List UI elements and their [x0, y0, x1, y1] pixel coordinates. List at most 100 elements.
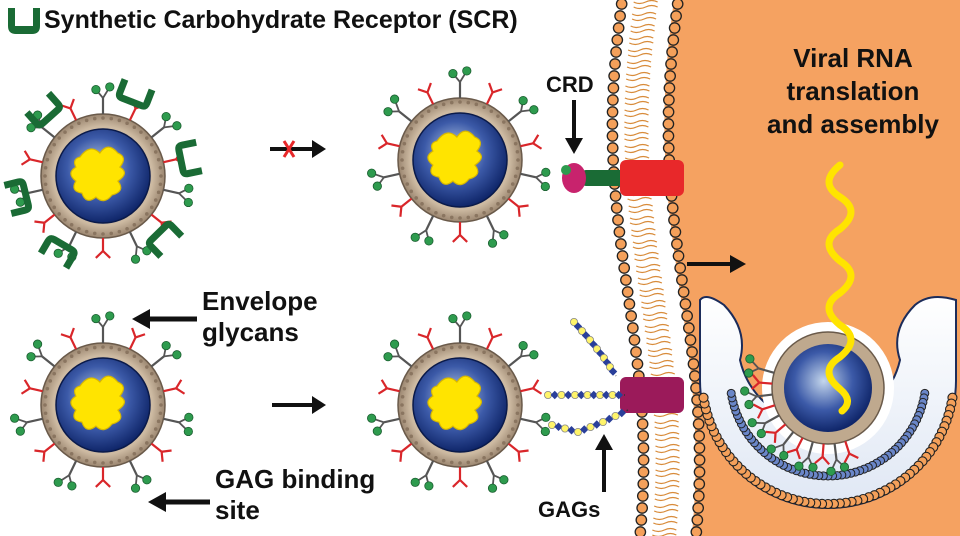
envelope-glycan — [448, 66, 472, 98]
gag-binding-site — [95, 238, 111, 259]
gags-label: GAGs — [538, 497, 601, 522]
envelope-glycan — [383, 94, 413, 123]
gag-bead-blue — [608, 367, 618, 376]
gag-binding-site — [417, 327, 435, 350]
gag-binding-site — [452, 222, 468, 243]
gag-binding-site — [814, 443, 831, 466]
viral-rna — [70, 146, 125, 202]
gag-binding-site — [34, 213, 56, 233]
gag-bead-blue — [617, 408, 626, 418]
gag-bead-yellow — [611, 411, 620, 420]
envelope-glycan — [150, 111, 182, 139]
gag-bead-blue — [602, 390, 611, 400]
gag-binding-site — [391, 197, 413, 217]
virion-blocked-by-scr — [3, 78, 203, 270]
gag-binding-site — [163, 379, 186, 395]
gag-binding-site — [417, 82, 435, 105]
gag-binding-site — [95, 467, 111, 488]
gag-bead-yellow — [586, 422, 595, 431]
envelope-glycan — [520, 412, 551, 437]
gag-binding-site — [753, 403, 776, 419]
gag-label-line1: GAG binding — [215, 464, 376, 494]
envelope-glycan — [507, 95, 539, 123]
gag-binding-site — [20, 379, 43, 395]
scr-receptor-bound — [3, 178, 32, 217]
scr-receptor-bound — [24, 90, 63, 129]
gag-bead-yellow — [574, 427, 583, 436]
envelope-glycan — [91, 82, 115, 114]
membrane-receptor-purple — [620, 377, 684, 413]
gag-bead-blue — [567, 426, 576, 435]
envelope-glycan — [128, 231, 152, 264]
envelope-glycan — [747, 414, 780, 439]
gag-site-pointer-arrow — [148, 492, 210, 512]
scr-legend-icon — [8, 8, 40, 34]
envelope-glycan — [766, 431, 795, 461]
gag-bead-blue — [577, 390, 586, 400]
gag-binding-site — [150, 442, 172, 462]
gag-label-line2: site — [215, 495, 260, 525]
envelope-glycan — [163, 183, 194, 208]
envelope-glycan — [26, 339, 56, 368]
arrows — [132, 100, 746, 512]
viral-rna — [70, 375, 125, 431]
gag-bead-yellow — [599, 417, 608, 426]
gag-binding-site — [60, 98, 78, 121]
gag-binding-site — [520, 134, 543, 150]
envelope-glycan — [10, 184, 43, 207]
envelope-glycan — [507, 340, 539, 368]
gag-binding-site — [60, 327, 78, 350]
envelope-glycan — [150, 340, 182, 368]
bound-glycan-ball — [561, 165, 571, 175]
envelope-glycan — [367, 168, 400, 191]
gag-binding-site — [128, 327, 146, 350]
gag-bead-yellow — [586, 335, 595, 344]
gag-bead-yellow — [570, 317, 579, 326]
gag-binding-site-label: GAG binding site — [215, 464, 375, 526]
gag-bead-blue — [564, 390, 573, 400]
gag-binding-site — [391, 442, 413, 462]
envelope-glycan — [485, 460, 509, 493]
envelope-glycan — [383, 339, 413, 368]
membrane-receptor-red — [620, 160, 684, 196]
gag-bead-yellow — [561, 424, 570, 433]
envelope-glycan — [367, 413, 400, 436]
legend-label: Synthetic Carbohydrate Receptor (SCR) — [44, 6, 518, 34]
viral-rna — [427, 375, 482, 431]
scr-stem — [582, 170, 626, 186]
envelope-glycan — [91, 311, 115, 343]
envelope-glycan — [53, 460, 78, 491]
envelope-glycan — [448, 311, 472, 343]
gag-bead-blue — [614, 390, 623, 400]
gag-chains — [544, 317, 629, 436]
gag-binding-site — [843, 440, 859, 463]
gag-binding-site — [452, 467, 468, 488]
viral-rna — [427, 130, 482, 186]
envelope-glycan — [826, 443, 850, 476]
envelope-glycan — [485, 215, 509, 248]
envelope-glycan — [163, 412, 194, 437]
crd-label: CRD — [546, 72, 594, 97]
envelope-pointer-arrow — [132, 309, 197, 329]
gag-bead-yellow — [578, 326, 587, 335]
envelope-glycan — [10, 413, 43, 436]
gag-binding-site — [34, 442, 56, 462]
entry-arrow — [272, 396, 326, 414]
gag-bead-blue — [592, 420, 601, 429]
envelope-glycan — [128, 460, 152, 493]
gag-bead-blue — [605, 414, 614, 424]
gag-binding-site — [765, 423, 787, 443]
virion-crd-binding — [367, 66, 551, 248]
gag-binding-site — [520, 379, 543, 395]
cell-entry-arrow — [687, 255, 746, 273]
translating-rna — [825, 161, 855, 415]
gags-pointer-arrow — [595, 434, 613, 492]
gag-bead-yellow — [593, 344, 602, 353]
gag-binding-site — [485, 82, 503, 105]
gag-bead-blue — [554, 422, 563, 431]
cell-label-line1: Viral RNA — [793, 43, 913, 73]
scr-receptor — [561, 160, 684, 196]
envelope-label-line2: glycans — [202, 317, 299, 347]
scr-receptor-bound — [115, 78, 156, 110]
